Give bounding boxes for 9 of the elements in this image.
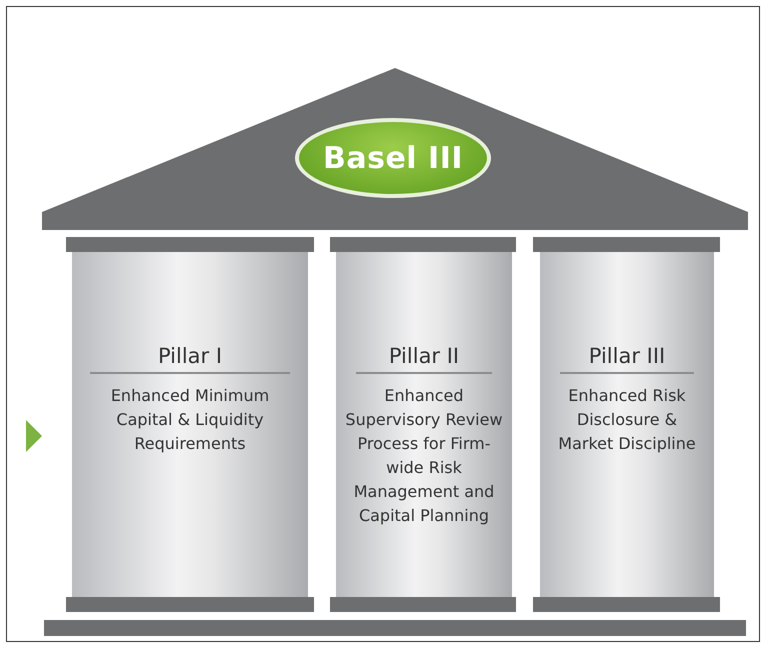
pillar-description: Enhanced Supervisory Review Process for Firm-wide Risk Management and Capital Planning [344,385,504,527]
pillar-description: Enhanced Minimum Capital & Liquidity Requirements [110,385,270,455]
pillar-heading: Pillar II [356,344,492,374]
pillar-heading: Pillar III [560,344,694,374]
pillar-column [540,252,714,597]
pillar-description: Enhanced Risk Disclosure & Market Discipline [557,385,697,455]
pillar-heading: Pillar I [90,344,290,374]
pillar-column [72,252,308,597]
pillar-column [336,252,512,597]
